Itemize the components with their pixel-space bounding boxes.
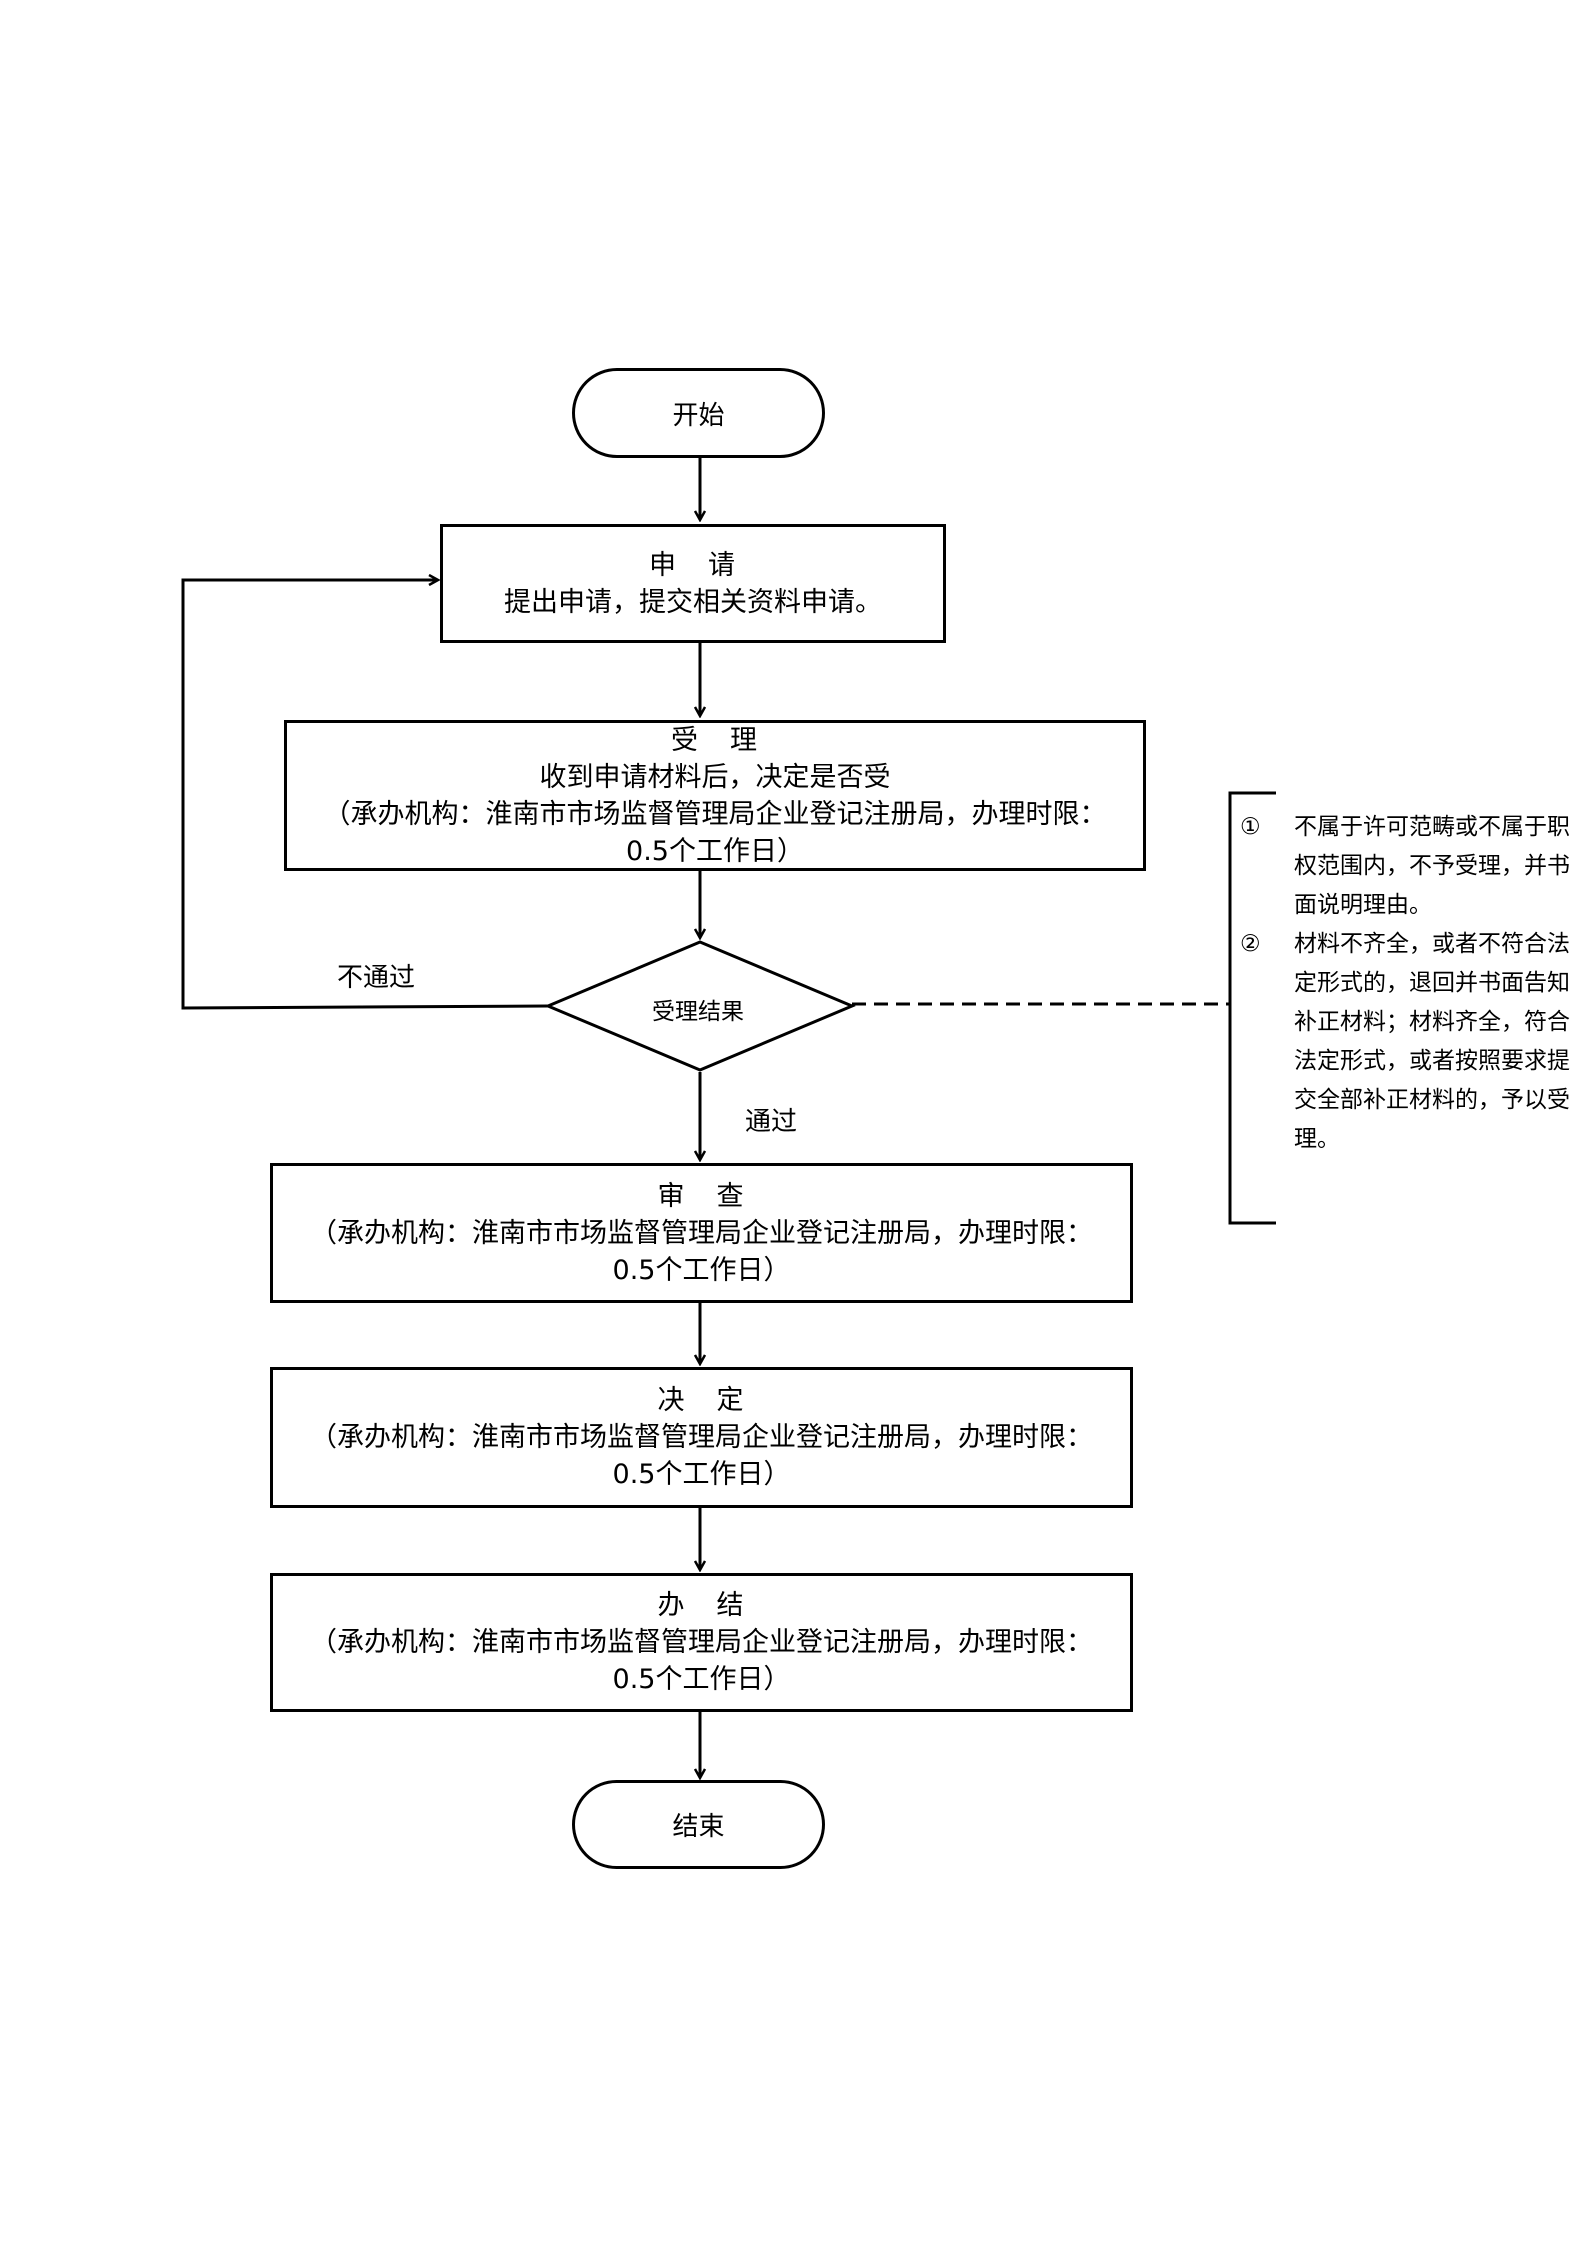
review-title: 审查	[657, 1180, 746, 1212]
review-box: 审查 （承办机构：淮南市市场监督管理局企业登记注册局，办理时限： 0.5个工作日…	[270, 1163, 1133, 1303]
apply-description: 提出申请，提交相关资料申请。	[504, 586, 882, 618]
start-node: 开始	[572, 368, 825, 458]
note-item: ① 不属于许可范畴或不属于职权范围内，不予受理，并书面说明理由。	[1240, 808, 1570, 925]
finish-agency: （承办机构：淮南市市场监督管理局企业登记注册局，办理时限：	[310, 1627, 1093, 1658]
finish-box: 办结 （承办机构：淮南市市场监督管理局企业登记注册局，办理时限： 0.5个工作日…	[270, 1573, 1133, 1712]
pass-label: 通过	[745, 1107, 798, 1137]
review-agency: （承办机构：淮南市市场监督管理局企业登记注册局，办理时限：	[310, 1217, 1093, 1249]
decision-diamond	[544, 940, 856, 1072]
decide-title: 决定	[657, 1385, 746, 1416]
review-time-limit: 0.5个工作日）	[612, 1254, 791, 1286]
notes-bracket	[1228, 791, 1276, 1225]
accept-title: 受理	[671, 724, 759, 756]
arrow-reject-loop	[181, 580, 549, 1010]
accept-time-limit: 0.5个工作日）	[626, 835, 804, 867]
decide-time-limit: 0.5个工作日）	[612, 1459, 791, 1490]
note-text: 不属于许可范畴或不属于职权范围内，不予受理，并书面说明理由。	[1294, 814, 1570, 918]
note-marker: ①	[1240, 814, 1261, 840]
apply-title: 申请	[649, 549, 737, 581]
accept-box: 受理 收到申请材料后，决定是否受 （承办机构：淮南市市场监督管理局企业登记注册局…	[284, 720, 1146, 871]
end-node: 结束	[572, 1780, 825, 1869]
reject-label: 不通过	[337, 963, 416, 993]
accept-agency: （承办机构：淮南市市场监督管理局企业登记注册局，办理时限：	[323, 798, 1107, 830]
finish-title: 办结	[657, 1590, 746, 1621]
note-item: ② 材料不齐全，或者不符合法定形式的，退回并书面告知补正材料；材料齐全，符合法定…	[1240, 925, 1570, 1159]
start-label: 开始	[672, 400, 725, 431]
notes-panel: ① 不属于许可范畴或不属于职权范围内，不予受理，并书面说明理由。 ② 材料不齐全…	[1240, 808, 1570, 1159]
note-marker: ②	[1240, 931, 1261, 957]
apply-box: 申请 提出申请，提交相关资料申请。	[440, 524, 946, 643]
finish-time-limit: 0.5个工作日）	[612, 1664, 791, 1695]
accept-description: 收到申请材料后，决定是否受	[539, 761, 891, 793]
note-text: 材料不齐全，或者不符合法定形式的，退回并书面告知补正材料；材料齐全，符合法定形式…	[1294, 931, 1570, 1152]
decide-agency: （承办机构：淮南市市场监督管理局企业登记注册局，办理时限：	[310, 1422, 1093, 1453]
end-label: 结束	[672, 1812, 725, 1842]
decision-label: 受理结果	[652, 999, 744, 1025]
decide-box: 决定 （承办机构：淮南市市场监督管理局企业登记注册局，办理时限： 0.5个工作日…	[270, 1367, 1133, 1508]
